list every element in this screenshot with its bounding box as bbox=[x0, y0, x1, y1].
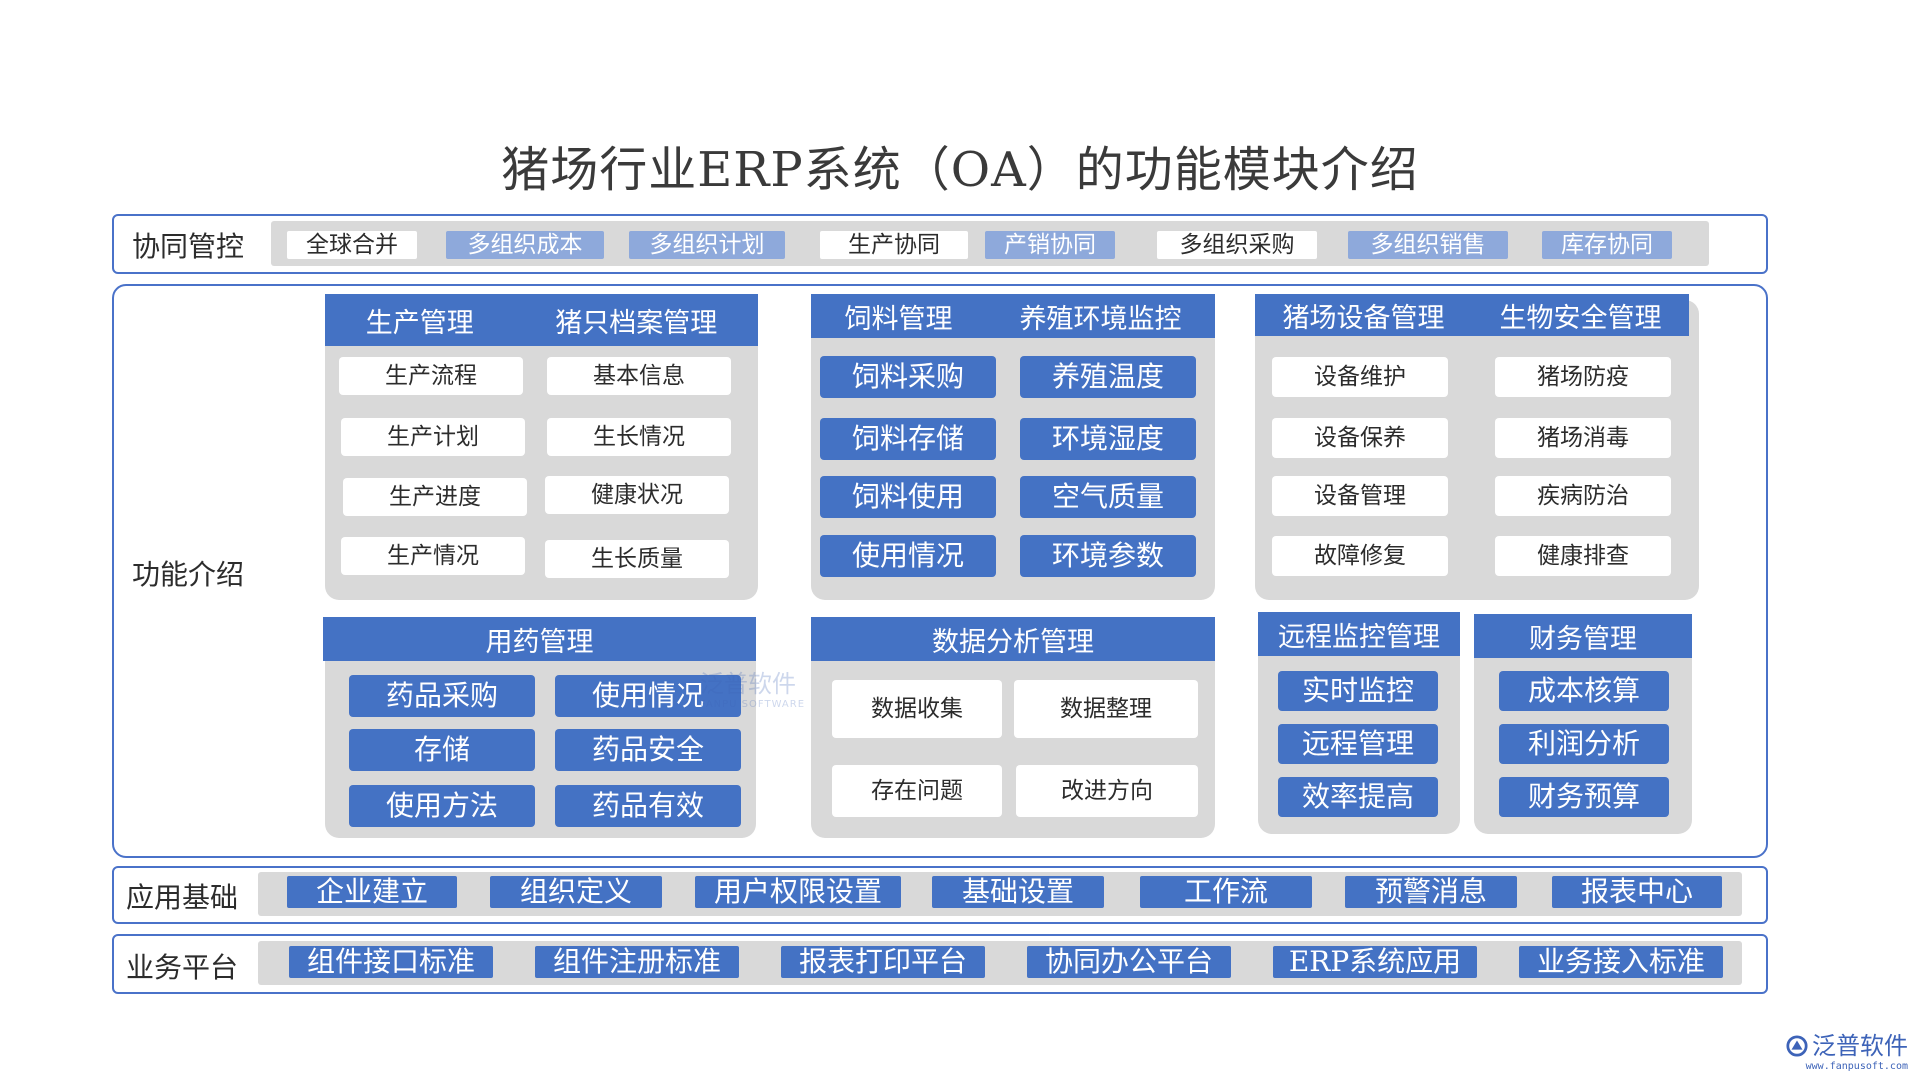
module-cell: 使用情况 bbox=[555, 675, 741, 717]
medicine-header-label: 用药管理 bbox=[485, 626, 594, 658]
row-item: 工作流 bbox=[1140, 876, 1312, 908]
module-cell: 效率提高 bbox=[1278, 777, 1438, 817]
module-cell: 设备保养 bbox=[1272, 418, 1448, 458]
watermark-text: 泛普软件 bbox=[700, 670, 796, 698]
module-cell: 环境湿度 bbox=[1020, 418, 1196, 460]
row-item: 多组织计划 bbox=[629, 231, 785, 259]
finance-module-header: 财务管理 bbox=[1474, 614, 1692, 658]
module-cell: 基本信息 bbox=[547, 357, 731, 395]
module-cell: 财务预算 bbox=[1499, 777, 1669, 817]
module-cell: 药品采购 bbox=[349, 675, 535, 717]
module-cell: 饲料存储 bbox=[820, 418, 996, 460]
module-cell: 生产进度 bbox=[343, 478, 527, 516]
module-cell: 生产流程 bbox=[339, 357, 523, 395]
func-row-label: 功能介绍 bbox=[132, 558, 245, 591]
brand-logo: 泛普软件 www.fanpusoft.com bbox=[1786, 1026, 1908, 1072]
feed-module-header: 饲料管理 养殖环境监控 bbox=[811, 294, 1215, 338]
module-cell: 远程管理 bbox=[1278, 724, 1438, 764]
module-cell: 数据整理 bbox=[1014, 680, 1198, 738]
module-cell: 猪场消毒 bbox=[1495, 418, 1671, 458]
platform-row-panel bbox=[258, 941, 1742, 985]
row-item: 组件注册标准 bbox=[535, 946, 739, 978]
row-item: 多组织销售 bbox=[1348, 231, 1508, 259]
module-cell: 猪场防疫 bbox=[1495, 357, 1671, 397]
logo-icon bbox=[1786, 1035, 1808, 1057]
row-item: 库存协同 bbox=[1542, 231, 1672, 259]
row-item: 全球合并 bbox=[287, 231, 417, 259]
module-cell: 改进方向 bbox=[1016, 765, 1198, 817]
module-cell: 设备管理 bbox=[1272, 476, 1448, 516]
module-cell: 疾病防治 bbox=[1495, 476, 1671, 516]
logo-text: 泛普软件 bbox=[1812, 1032, 1908, 1060]
module-cell: 存储 bbox=[349, 729, 535, 771]
row-item: 组件接口标准 bbox=[289, 946, 493, 978]
module-cell: 生产情况 bbox=[341, 537, 525, 575]
module-cell: 养殖温度 bbox=[1020, 356, 1196, 398]
watermark-subtext: FANPU SOFTWARE bbox=[700, 699, 806, 710]
row-item: 业务接入标准 bbox=[1519, 946, 1723, 978]
data-module-header: 数据分析管理 bbox=[811, 617, 1215, 661]
finance-header-label: 财务管理 bbox=[1529, 623, 1637, 655]
module-cell: 空气质量 bbox=[1020, 476, 1196, 518]
logo-url: www.fanpusoft.com bbox=[1805, 1061, 1908, 1072]
production-module-header: 生产管理 猪只档案管理 bbox=[325, 294, 758, 346]
pig-archive-header-label: 猪只档案管理 bbox=[555, 307, 718, 339]
module-cell: 饲料使用 bbox=[820, 476, 996, 518]
collab-row-label: 协同管控 bbox=[132, 230, 245, 263]
medicine-module-header: 用药管理 bbox=[323, 617, 756, 661]
module-cell: 健康排查 bbox=[1495, 536, 1671, 576]
module-cell: 故障修复 bbox=[1272, 536, 1448, 576]
row-item: ERP系统应用 bbox=[1273, 946, 1477, 978]
module-cell: 生长质量 bbox=[545, 540, 729, 578]
biosecurity-header-label: 生物安全管理 bbox=[1499, 302, 1662, 334]
module-cell: 药品有效 bbox=[555, 785, 741, 827]
row-item: 多组织成本 bbox=[446, 231, 604, 259]
module-cell: 环境参数 bbox=[1020, 535, 1196, 577]
row-item: 预警消息 bbox=[1345, 876, 1517, 908]
row-item: 多组织采购 bbox=[1157, 231, 1317, 259]
watermark: 泛普软件 FANPU SOFTWARE bbox=[700, 664, 805, 710]
data-header-label: 数据分析管理 bbox=[932, 626, 1094, 658]
remote-header-label: 远程监控管理 bbox=[1278, 621, 1440, 653]
page-title: 猪场行业ERP系统（OA）的功能模块介绍 bbox=[501, 142, 1419, 198]
row-item: 产销协同 bbox=[985, 231, 1115, 259]
environment-header-label: 养殖环境监控 bbox=[1019, 303, 1182, 335]
remote-module-header: 远程监控管理 bbox=[1258, 612, 1460, 656]
module-cell: 生长情况 bbox=[547, 418, 731, 456]
module-cell: 药品安全 bbox=[555, 729, 741, 771]
module-cell: 健康状况 bbox=[545, 476, 729, 514]
equipment-module-header: 猪场设备管理 生物安全管理 bbox=[1255, 294, 1689, 336]
module-cell: 使用方法 bbox=[349, 785, 535, 827]
module-cell: 数据收集 bbox=[832, 680, 1002, 738]
base-row-label: 应用基础 bbox=[126, 881, 239, 914]
module-cell: 生产计划 bbox=[341, 418, 525, 456]
feed-header-label: 饲料管理 bbox=[844, 303, 953, 335]
row-item: 用户权限设置 bbox=[695, 876, 901, 908]
module-cell: 存在问题 bbox=[832, 765, 1002, 817]
row-item: 企业建立 bbox=[287, 876, 457, 908]
row-item: 基础设置 bbox=[932, 876, 1104, 908]
module-cell: 饲料采购 bbox=[820, 356, 996, 398]
equipment-header-label: 猪场设备管理 bbox=[1282, 302, 1445, 334]
module-cell: 设备维护 bbox=[1272, 357, 1448, 397]
row-item: 报表中心 bbox=[1552, 876, 1722, 908]
platform-row-label: 业务平台 bbox=[126, 951, 239, 984]
module-cell: 实时监控 bbox=[1278, 671, 1438, 711]
row-item: 协同办公平台 bbox=[1027, 946, 1231, 978]
row-item: 报表打印平台 bbox=[781, 946, 985, 978]
module-cell: 利润分析 bbox=[1499, 724, 1669, 764]
row-item: 生产协同 bbox=[820, 231, 968, 259]
module-cell: 使用情况 bbox=[820, 535, 996, 577]
row-item: 组织定义 bbox=[490, 876, 662, 908]
production-header-label: 生产管理 bbox=[365, 307, 474, 339]
module-cell: 成本核算 bbox=[1499, 671, 1669, 711]
